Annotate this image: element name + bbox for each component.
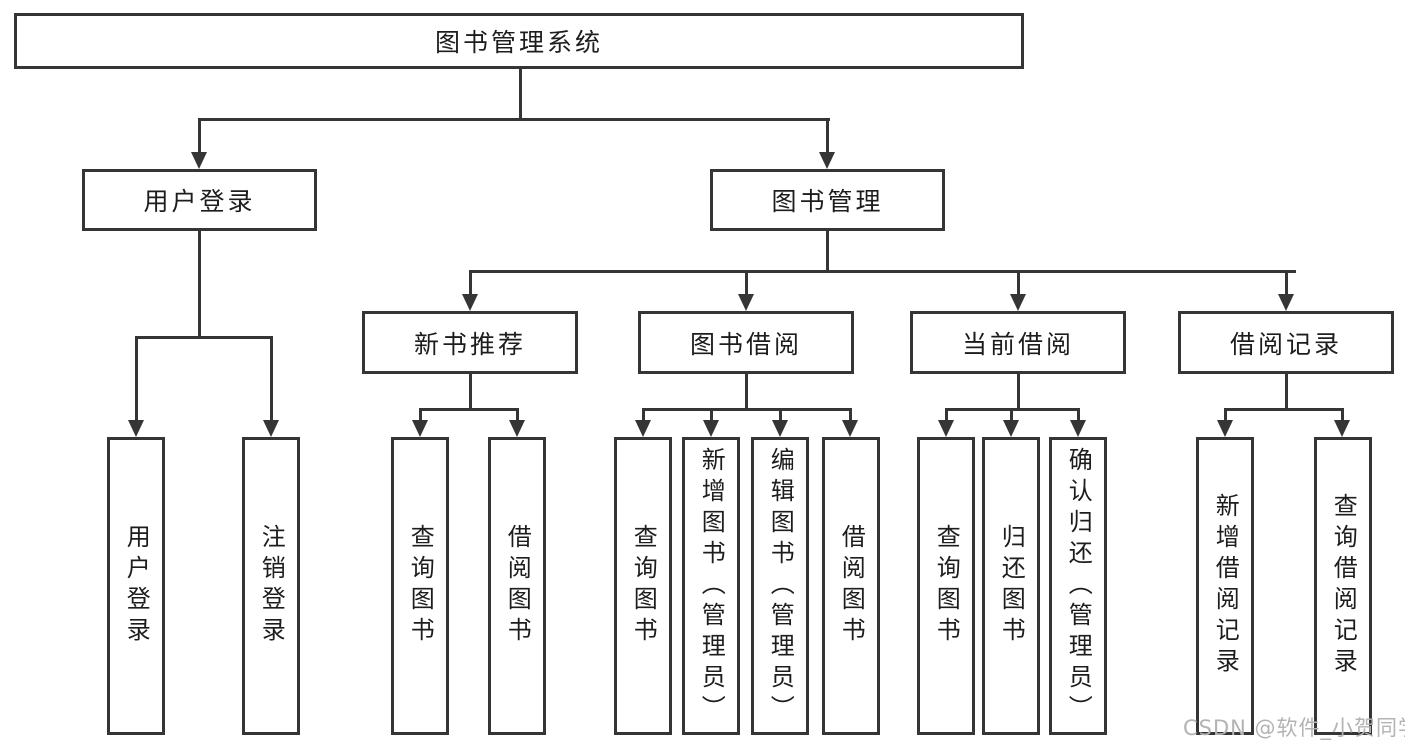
edge-drop	[516, 408, 519, 420]
leaf-label: 查询图书	[932, 524, 961, 648]
edge-to-borrow-records	[1285, 270, 1288, 294]
edge-current-borrow-stem	[1017, 374, 1020, 411]
node-current-borrow: 当前借阅	[910, 311, 1126, 374]
edge-book-borrow-stem	[745, 374, 748, 411]
arrow-down-icon	[819, 152, 835, 169]
node-label: 借阅记录	[1229, 329, 1342, 359]
arrow-down-icon	[191, 152, 207, 169]
leaf-logout: 注销登录	[242, 437, 300, 735]
edge-root-to-book-management	[826, 118, 829, 153]
edge-drop	[710, 408, 713, 420]
leaf-label: 借阅图书	[837, 524, 866, 648]
leaf-borrow-books: 借阅图书	[822, 437, 880, 735]
arrow-down-icon	[635, 420, 651, 437]
edge-drop	[1010, 408, 1013, 420]
edge-root-stem	[519, 69, 522, 118]
edge-drop	[945, 408, 948, 420]
edge-book-management-bar	[469, 270, 1296, 273]
leaf-label: 归还图书	[997, 524, 1026, 648]
leaf-label: 查询图书	[406, 524, 435, 648]
watermark: CSDN @软件_小贺同学	[1183, 716, 1405, 740]
edge-new-book-recommend-stem	[469, 374, 472, 411]
arrow-down-icon	[128, 420, 144, 437]
leaf-label: 编辑图书（管理员）	[766, 446, 795, 726]
arrow-down-icon	[1010, 294, 1026, 311]
leaf-label: 查询图书	[629, 524, 658, 648]
edge-borrow-records-bar	[1224, 408, 1344, 411]
arrow-down-icon	[1217, 420, 1233, 437]
edge-root-to-user-login	[198, 118, 201, 153]
leaf-query-books: 查询图书	[391, 437, 449, 735]
leaf-label: 用户登录	[122, 524, 151, 648]
edge-root-bar	[198, 118, 830, 121]
node-label: 新书推荐	[413, 329, 526, 359]
leaf-label: 新增图书（管理员）	[697, 446, 726, 726]
arrow-down-icon	[263, 420, 279, 437]
arrow-down-icon	[1334, 420, 1350, 437]
edge-drop	[419, 408, 422, 420]
node-label: 图书借阅	[689, 329, 802, 359]
leaf-add-books-admin: 新增图书（管理员）	[682, 437, 740, 735]
arrow-down-icon	[412, 420, 428, 437]
edge-drop	[779, 408, 782, 420]
edge-to-new-book-recommend	[469, 270, 472, 294]
edge-drop	[1341, 408, 1344, 420]
node-label: 用户登录	[143, 187, 256, 216]
arrow-down-icon	[462, 294, 478, 311]
leaf-add-borrow-record: 新增借阅记录	[1196, 437, 1254, 735]
edge-to-current-borrow	[1017, 270, 1020, 294]
arrow-down-icon	[703, 420, 719, 437]
edge-book-borrow-bar	[642, 408, 852, 411]
leaf-label: 查询借阅记录	[1329, 493, 1358, 679]
leaf-query-books: 查询图书	[917, 437, 975, 735]
edge-drop	[1077, 408, 1080, 420]
node-label: 图书管理系统	[434, 28, 603, 57]
leaf-label: 确认归还（管理员）	[1064, 446, 1093, 726]
edge-new-book-recommend-bar	[419, 408, 518, 411]
leaf-user-login: 用户登录	[107, 437, 165, 735]
leaf-label: 借阅图书	[503, 524, 532, 648]
arrow-down-icon	[738, 294, 754, 311]
leaf-edit-books-admin: 编辑图书（管理员）	[751, 437, 809, 735]
leaf-query-books: 查询图书	[614, 437, 672, 735]
arrow-down-icon	[938, 420, 954, 437]
edge-drop	[1224, 408, 1227, 420]
edge-user-login-stem	[198, 231, 201, 339]
node-book-management: 图书管理	[710, 169, 945, 231]
arrow-down-icon	[1003, 420, 1019, 437]
leaf-label: 注销登录	[257, 524, 286, 648]
node-new-book-recommend: 新书推荐	[362, 311, 578, 374]
node-user-login: 用户登录	[82, 169, 317, 231]
edge-drop	[849, 408, 852, 420]
leaf-borrow-books: 借阅图书	[488, 437, 546, 735]
arrow-down-icon	[772, 420, 788, 437]
leaf-return-books: 归还图书	[982, 437, 1040, 735]
edge-borrow-records-stem	[1285, 374, 1288, 411]
node-label: 当前借阅	[961, 329, 1074, 359]
leaf-query-borrow-record: 查询借阅记录	[1314, 437, 1372, 735]
arrow-down-icon	[1070, 420, 1086, 437]
leaf-confirm-return-admin: 确认归还（管理员）	[1049, 437, 1107, 735]
node-root-library-management-system: 图书管理系统	[14, 13, 1024, 69]
arrow-down-icon	[1278, 294, 1294, 311]
node-label: 图书管理	[771, 187, 884, 216]
edge-user-login-bar	[135, 336, 273, 339]
arrow-down-icon	[509, 420, 525, 437]
edge-to-leaf-logout	[270, 336, 273, 420]
edge-to-book-borrow	[745, 270, 748, 294]
arrow-down-icon	[842, 420, 858, 437]
edge-to-leaf-user-login	[135, 336, 138, 420]
edge-drop	[642, 408, 645, 420]
node-book-borrow: 图书借阅	[638, 311, 854, 374]
node-borrow-records: 借阅记录	[1178, 311, 1394, 374]
leaf-label: 新增借阅记录	[1211, 493, 1240, 679]
edge-book-management-stem	[826, 231, 829, 273]
